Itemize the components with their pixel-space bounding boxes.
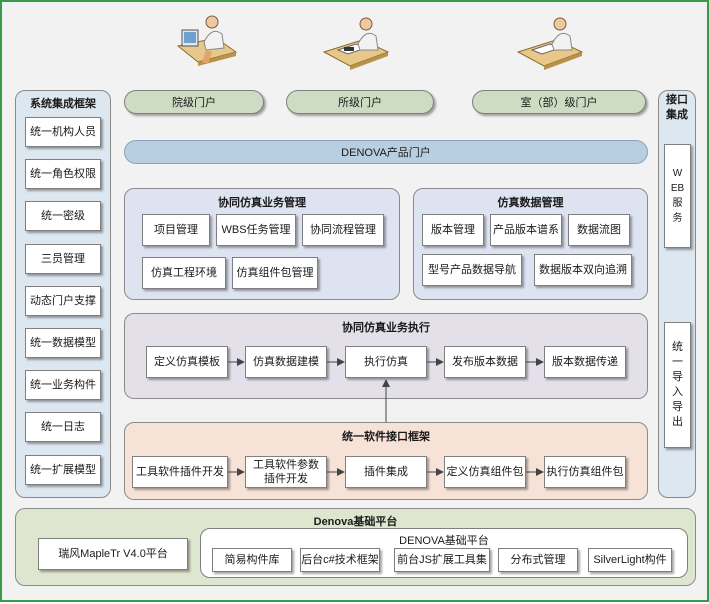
base-item[interactable]: SilverLight构件 (588, 548, 672, 572)
business-item[interactable]: WBS任务管理 (216, 214, 296, 246)
framework-item[interactable]: 统一业务构件 (25, 370, 101, 400)
collab-business-title: 协同仿真业务管理 (218, 197, 306, 209)
interface-step[interactable]: 工具软件插件开发 (132, 456, 228, 488)
base-item[interactable]: 简易构件库 (212, 548, 292, 572)
business-item[interactable]: 协同流程管理 (302, 214, 384, 246)
user-at-desk-icon (172, 12, 242, 70)
interface-integration-title-text: 接口集成 (666, 94, 688, 121)
user-at-desk-icon (514, 14, 586, 72)
framework-item[interactable]: 统一扩展模型 (25, 455, 101, 485)
exec-step[interactable]: 执行仿真 (345, 346, 427, 378)
import-export-label: 统一导入导出 (672, 341, 683, 428)
framework-item[interactable]: 统一密级 (25, 201, 101, 231)
sim-data-item[interactable]: 数据版本双向追溯 (534, 254, 632, 286)
web-service-box[interactable]: WEB服务 (664, 144, 691, 248)
framework-item[interactable]: 统一数据模型 (25, 328, 101, 358)
denova-inner-title: DENOVA基础平台 (399, 535, 489, 547)
sim-data-item[interactable]: 产品版本谱系 (490, 214, 562, 246)
base-item[interactable]: 分布式管理 (498, 548, 578, 572)
import-export-box[interactable]: 统一导入导出 (664, 322, 691, 448)
product-portal[interactable]: DENOVA产品门户 (124, 140, 648, 164)
exec-step[interactable]: 版本数据传递 (544, 346, 626, 378)
portal-hospital[interactable]: 院级门户 (124, 90, 264, 114)
exec-step[interactable]: 定义仿真模板 (146, 346, 228, 378)
interface-step[interactable]: 工具软件参数插件开发 (245, 456, 327, 488)
portal-department[interactable]: 室（部）级门户 (472, 90, 646, 114)
base-item[interactable]: 前台JS扩展工具集 (394, 548, 490, 572)
web-service-label: WEB服务 (670, 168, 685, 224)
business-item[interactable]: 仿真组件包管理 (232, 257, 318, 289)
interface-step[interactable]: 插件集成 (345, 456, 427, 488)
base-platform-title: Denova基础平台 (313, 516, 398, 528)
framework-item[interactable]: 三员管理 (25, 244, 101, 274)
sim-data-item[interactable]: 数据流图 (568, 214, 630, 246)
exec-step[interactable]: 发布版本数据 (444, 346, 526, 378)
sim-data-item[interactable]: 版本管理 (422, 214, 484, 246)
business-item[interactable]: 项目管理 (142, 214, 210, 246)
business-item[interactable]: 仿真工程环境 (142, 257, 226, 289)
system-framework-title: 系统集成框架 (30, 98, 96, 110)
sim-data-title: 仿真数据管理 (497, 197, 564, 209)
portal-institute[interactable]: 所级门户 (286, 90, 434, 114)
user-at-desk-icon (320, 14, 392, 72)
framework-item[interactable]: 统一角色权限 (25, 159, 101, 189)
interface-integration-title: 接口集成 (659, 93, 695, 123)
base-item[interactable]: 后台c#技术框架 (300, 548, 380, 572)
interface-step[interactable]: 执行仿真组件包 (544, 456, 626, 488)
interface-step[interactable]: 定义仿真组件包 (444, 456, 526, 488)
collab-exec-title: 协同仿真业务执行 (342, 322, 430, 334)
framework-item[interactable]: 统一机构人员 (25, 117, 101, 147)
framework-item[interactable]: 统一日志 (25, 412, 101, 442)
software-interface-title: 统一软件接口框架 (342, 431, 430, 443)
exec-step[interactable]: 仿真数据建模 (245, 346, 327, 378)
sim-data-item[interactable]: 型号产品数据导航 (422, 254, 522, 286)
maple-platform-box[interactable]: 瑞风MapleTr V4.0平台 (38, 538, 188, 570)
framework-item[interactable]: 动态门户支撑 (25, 286, 101, 316)
